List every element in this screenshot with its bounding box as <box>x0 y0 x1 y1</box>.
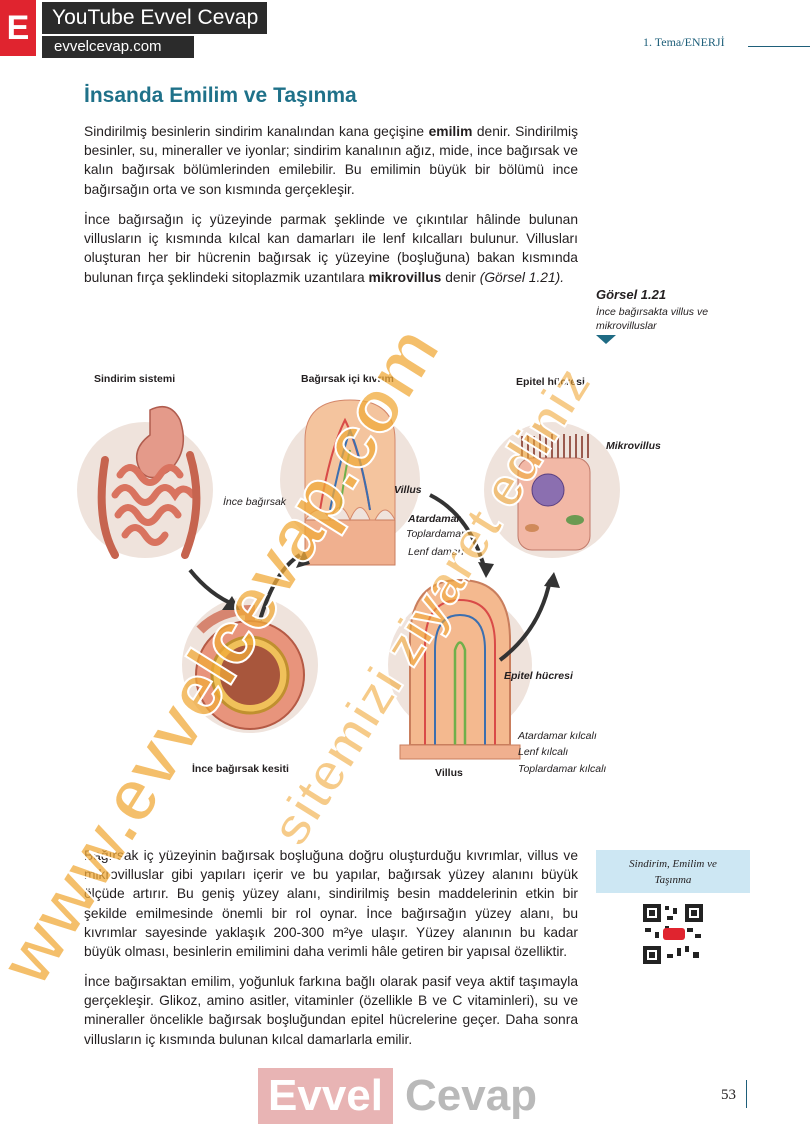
chapter-label: 1. Tema/ENERJİ <box>643 35 725 49</box>
label-toplardamar: Toplardamar <box>406 528 465 540</box>
figure-reference: (Görsel 1.21). <box>479 269 565 285</box>
paragraph-2: İnce bağırsağın iç yüzeyinde parmak şekl… <box>84 212 578 285</box>
fold-base <box>304 519 396 566</box>
label-bagirsak-ici-kivrim: Bağırsak içi kıvrım <box>301 373 394 385</box>
caption-marker-icon <box>596 335 616 344</box>
chapter-rule <box>748 46 810 47</box>
paragraph-3: Bağırsak iç yüzeyinin bağırsak boşluğuna… <box>84 848 578 960</box>
label-toplardamar-kilcali: Toplardamar kılcalı <box>518 763 607 775</box>
brand-banner[interactable]: YouTube Evvel Cevap evvelcevap.com <box>42 0 267 58</box>
label-lenf-kilcali: Lenf kılcalı <box>518 746 569 758</box>
page-number: 53 <box>721 1087 736 1103</box>
villus-artery <box>424 598 496 745</box>
topic-link-line1: Sindirim, Emilim ve <box>629 858 717 870</box>
page-number-rule <box>746 1080 747 1108</box>
arrow-3-icon <box>429 493 487 571</box>
label-ince-bagirsak: İnce bağırsak <box>223 496 287 508</box>
term-mikrovillus: mikrovillus <box>368 269 442 285</box>
arrow-heads <box>222 550 560 610</box>
brand-title: YouTube Evvel Cevap <box>42 2 267 34</box>
label-villus-bottom: Villus <box>435 767 463 779</box>
topic-link-line2: Taşınma <box>654 874 692 886</box>
label-atardamar-kilcali: Atardamar kılcalı <box>518 730 597 742</box>
bottom-brand-logo: Evvel Cevap <box>258 1068 537 1124</box>
arrow-1-icon <box>188 568 236 607</box>
term-emilim: emilim <box>428 124 473 139</box>
organelle-icon <box>566 515 584 525</box>
brand-logo: E <box>0 0 36 56</box>
villus-lymph <box>453 641 467 745</box>
label-mikrovillus: Mikrovillus <box>606 440 661 452</box>
topic-link-box[interactable]: Sindirim, Emilim ve Taşınma <box>596 850 750 893</box>
label-ince-bagirsak-kesiti: İnce bağırsak kesiti <box>192 763 289 775</box>
label-sindirim-sistemi: Sindirim sistemi <box>94 373 176 385</box>
paragraph-4: İnce bağırsaktan emilim, yoğunluk farkın… <box>84 974 578 1047</box>
large-intestine-icon <box>97 451 201 559</box>
fold-shape <box>304 399 396 522</box>
brand-url: evvelcevap.com <box>42 36 194 58</box>
figure-caption: Görsel 1.21 İnce bağırsakta villus ve mi… <box>596 287 766 344</box>
villus-base <box>399 744 521 760</box>
label-atardamar: Atardamar <box>408 513 461 525</box>
figure-description: İnce bağırsakta villus ve mikrovilluslar <box>596 306 709 332</box>
arrow-4-icon <box>498 579 552 662</box>
section-title: İnsanda Emilim ve Taşınma <box>84 84 357 107</box>
label-epitel-hucresi: Epitel hücresi <box>504 670 573 682</box>
paragraph-1: Sindirilmiş besinlerin sindirim kanalınd… <box>84 124 578 197</box>
nucleus-icon <box>531 473 565 507</box>
qr-code-icon[interactable] <box>641 902 705 966</box>
mitochondrion-icon <box>525 524 539 532</box>
figure-title: Görsel 1.21 <box>596 287 667 302</box>
villus-vein <box>434 613 486 745</box>
brand-cevap: Cevap <box>404 1071 538 1120</box>
label-epitel-hucresi-top: Epitel hücresi <box>516 376 585 388</box>
small-intestine-icon <box>111 464 197 546</box>
label-villus: Villus <box>394 484 422 496</box>
cross-section-lumen <box>220 645 280 705</box>
fold-lymph <box>339 449 351 511</box>
fold-vein <box>329 427 371 511</box>
villus-illustration <box>77 399 620 760</box>
label-lenf-damari: Lenf damarı <box>408 546 465 558</box>
intestine-tube-icon <box>196 604 255 634</box>
microvilli-icon <box>521 434 589 458</box>
brand-evvel: Evvel <box>258 1068 393 1124</box>
villus-figure: Sindirim sistemi İnce bağırsak Bağırsak … <box>70 360 661 790</box>
arrow-2-icon <box>258 553 302 621</box>
